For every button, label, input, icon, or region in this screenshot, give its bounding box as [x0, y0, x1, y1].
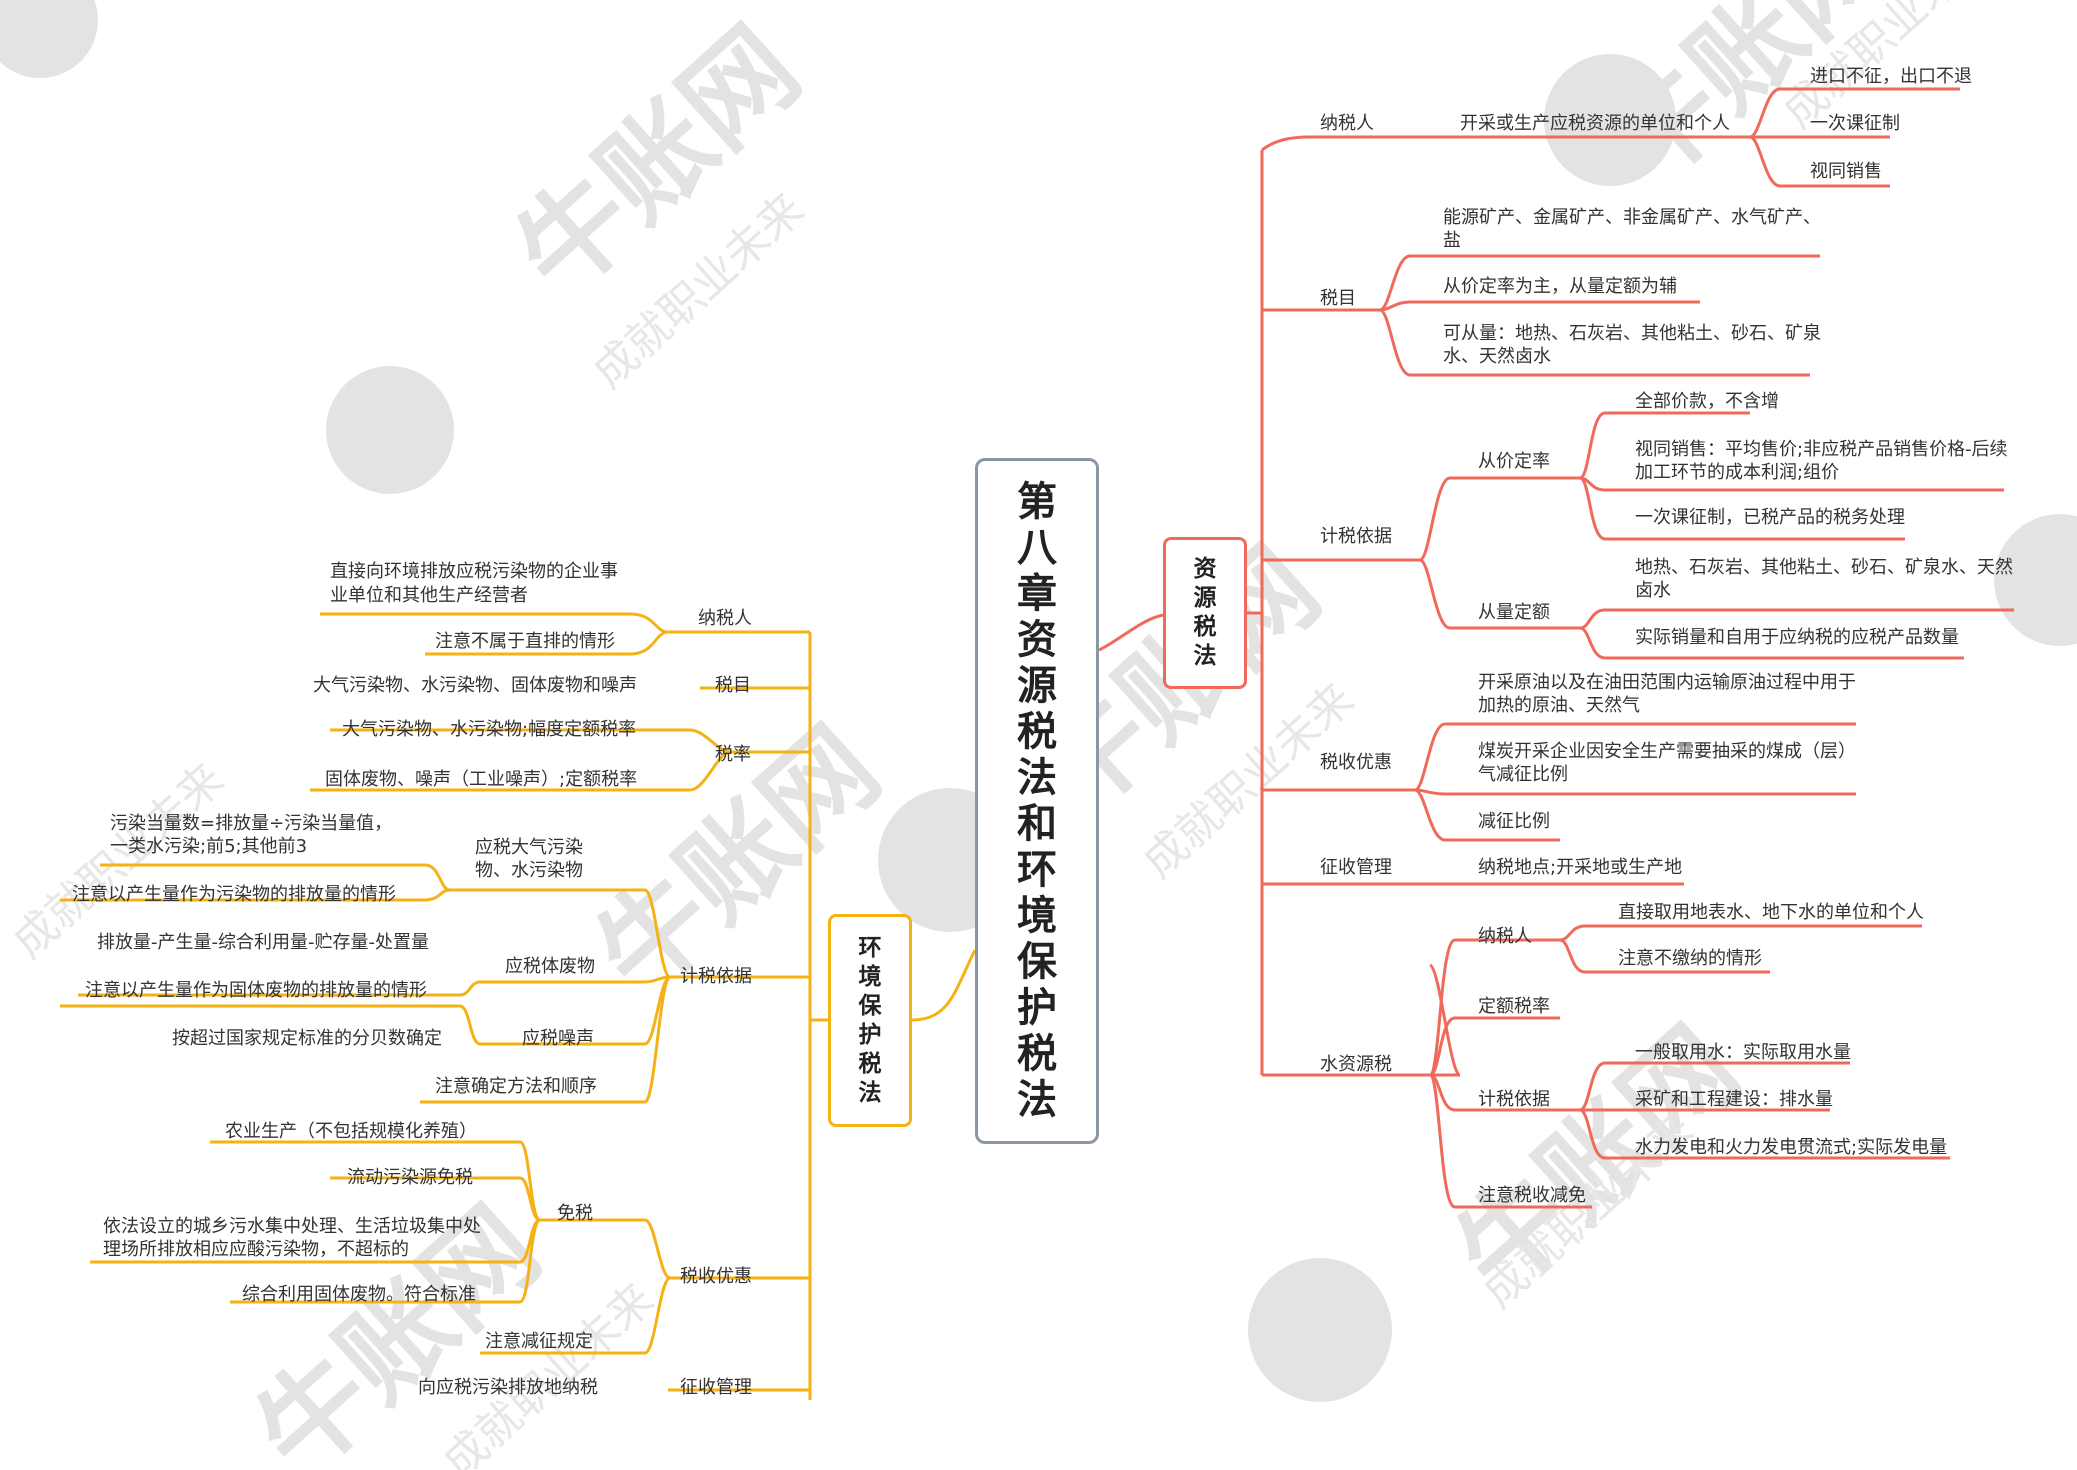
env-solid-waste-label[interactable]: 应税体废物: [505, 956, 595, 977]
res-ad-deemed-1: 视同销售：平均售价;非应税产品销售价格-后续: [1635, 439, 2008, 460]
env-air-water-label-1[interactable]: 应税大气污染: [475, 837, 583, 858]
env-tax-items-detail: 大气污染物、水污染物、固体废物和噪声: [313, 675, 637, 696]
branch-res-text: 资 源 税 法: [1193, 556, 1217, 669]
res-single-levy: 一次课征制: [1810, 113, 1900, 134]
env-exempt-sewage-2: 理场所排放相应应酸污染物，不超标的: [103, 1239, 409, 1260]
water-taxpayer-def: 直接取用地表水、地下水的单位和个人: [1618, 902, 1924, 923]
res-items-quantity-1: 可从量：地热、石灰岩、其他粘土、砂石、矿泉: [1443, 323, 1821, 344]
water-relief-note: 注意税收减免: [1478, 1185, 1586, 1206]
env-exemption[interactable]: 免税: [557, 1203, 593, 1224]
res-tax-basis[interactable]: 计税依据: [1320, 526, 1392, 547]
env-solid-formula: 排放量-产生量-综合利用量-贮存量-处置量: [97, 932, 429, 953]
res-taxpayer-def: 开采或生产应税资源的单位和个人: [1460, 113, 1730, 134]
water-tax-basis[interactable]: 计税依据: [1478, 1089, 1550, 1110]
water-fixed-rate[interactable]: 定额税率: [1478, 996, 1550, 1017]
res-ad-taxed-products: 一次课征制，已税产品的税务处理: [1635, 507, 1905, 528]
res-items-minerals-1: 能源矿产、金属矿产、非金属矿产、水气矿产、: [1443, 207, 1821, 228]
env-exempt-sewage-1: 依法设立的城乡污水集中处理、生活垃圾集中处: [103, 1216, 481, 1237]
res-items-quantity-2: 水、天然卤水: [1443, 346, 1551, 367]
res-items-method: 从价定率为主，从量定额为辅: [1443, 276, 1677, 297]
branch-env-text: 环 境 保 护 税 法: [858, 934, 882, 1106]
env-exempt-mobile: 流动污染源免税: [347, 1167, 473, 1188]
env-noise-label[interactable]: 应税噪声: [522, 1028, 594, 1049]
res-no-import-export: 进口不征，出口不退: [1810, 66, 1972, 87]
res-sp-items-2: 卤水: [1635, 580, 1671, 601]
env-taxpayer-def-2: 业单位和其他生产经营者: [330, 585, 528, 606]
central-topic[interactable]: 第 八 章 资 源 税 法 和 环 境 保 护 税 法: [975, 458, 1099, 1144]
central-topic-text: 第 八 章 资 源 税 法 和 环 境 保 护 税 法: [1017, 479, 1057, 1123]
water-basis-general: 一般取用水：实际取用水量: [1635, 1042, 1851, 1063]
res-pref-coal-2: 气减征比例: [1478, 764, 1568, 785]
res-tax-items[interactable]: 税目: [1320, 288, 1356, 309]
res-deemed-sale: 视同销售: [1810, 161, 1882, 182]
env-air-water-label-2: 物、水污染物: [475, 860, 583, 881]
env-exempt-agri: 农业生产（不包括规模化养殖）: [225, 1121, 477, 1142]
env-taxpayer-def-1: 直接向环境排放应税污染物的企业事: [330, 561, 618, 582]
env-pollution-equiv-1: 污染当量数=排放量÷污染当量值，: [110, 813, 393, 834]
res-pref-oil-1: 开采原油以及在油田范围内运输原油过程中用于: [1478, 672, 1856, 693]
res-taxpayer[interactable]: 纳税人: [1320, 113, 1374, 134]
env-tax-items[interactable]: 税目: [715, 675, 751, 696]
water-basis-power: 水力发电和火力发电贯流式;实际发电量: [1635, 1137, 1948, 1158]
env-noise-detail: 按超过国家规定标准的分贝数确定: [172, 1028, 442, 1049]
env-basis-note: 注意确定方法和顺序: [435, 1076, 597, 1097]
env-solid-note: 注意以产生量作为固体废物的排放量的情形: [85, 980, 427, 1001]
res-tax-preference[interactable]: 税收优惠: [1320, 752, 1392, 773]
branch-env-protection-tax[interactable]: 环 境 保 护 税 法: [828, 914, 912, 1127]
env-collection-mgmt[interactable]: 征收管理: [680, 1377, 752, 1398]
res-sp-volume: 实际销量和自用于应纳税的应税产品数量: [1635, 627, 1959, 648]
res-collection-place: 纳税地点;开采地或生产地: [1478, 857, 1683, 878]
env-pollution-equiv-2: 一类水污染;前5;其他前3: [110, 836, 308, 857]
res-sp-items-1: 地热、石灰岩、其他粘土、砂石、矿泉水、天然: [1635, 557, 2013, 578]
env-taxpayer[interactable]: 纳税人: [698, 608, 752, 629]
env-tax-rate[interactable]: 税率: [715, 744, 751, 765]
env-tax-preference[interactable]: 税收优惠: [680, 1266, 752, 1287]
env-collection-place: 向应税污染排放地纳税: [418, 1377, 598, 1398]
env-rate-solid-noise: 固体废物、噪声（工业噪声）;定额税率: [325, 769, 638, 790]
water-taxpayer[interactable]: 纳税人: [1478, 926, 1532, 947]
branch-resource-tax[interactable]: 资 源 税 法: [1163, 537, 1247, 689]
env-taxpayer-note: 注意不属于直排的情形: [435, 631, 615, 652]
res-pref-oil-2: 加热的原油、天然气: [1478, 695, 1640, 716]
water-basis-mining: 采矿和工程建设：排水量: [1635, 1089, 1833, 1110]
env-rate-air-water: 大气污染物、水污染物;幅度定额税率: [342, 719, 637, 740]
env-tax-basis[interactable]: 计税依据: [680, 966, 752, 987]
res-specific[interactable]: 从量定额: [1478, 602, 1550, 623]
water-taxpayer-note: 注意不缴纳的情形: [1618, 948, 1762, 969]
res-ad-full-price: 全部价款，不含增: [1635, 391, 1779, 412]
res-ad-valorem[interactable]: 从价定率: [1478, 451, 1550, 472]
env-reduction-note: 注意减征规定: [485, 1331, 593, 1352]
res-ad-deemed-2: 加工环节的成本利润;组价: [1635, 462, 1840, 483]
res-items-minerals-2: 盐: [1443, 230, 1461, 251]
res-collection-mgmt[interactable]: 征收管理: [1320, 857, 1392, 878]
res-pref-ratio: 减征比例: [1478, 811, 1550, 832]
res-pref-coal-1: 煤炭开采企业因安全生产需要抽采的煤成（层）: [1478, 741, 1856, 762]
env-air-water-note: 注意以产生量作为污染物的排放量的情形: [72, 884, 396, 905]
env-exempt-solid: 综合利用固体废物。符合标准: [242, 1284, 476, 1305]
res-water-tax[interactable]: 水资源税: [1320, 1054, 1392, 1075]
